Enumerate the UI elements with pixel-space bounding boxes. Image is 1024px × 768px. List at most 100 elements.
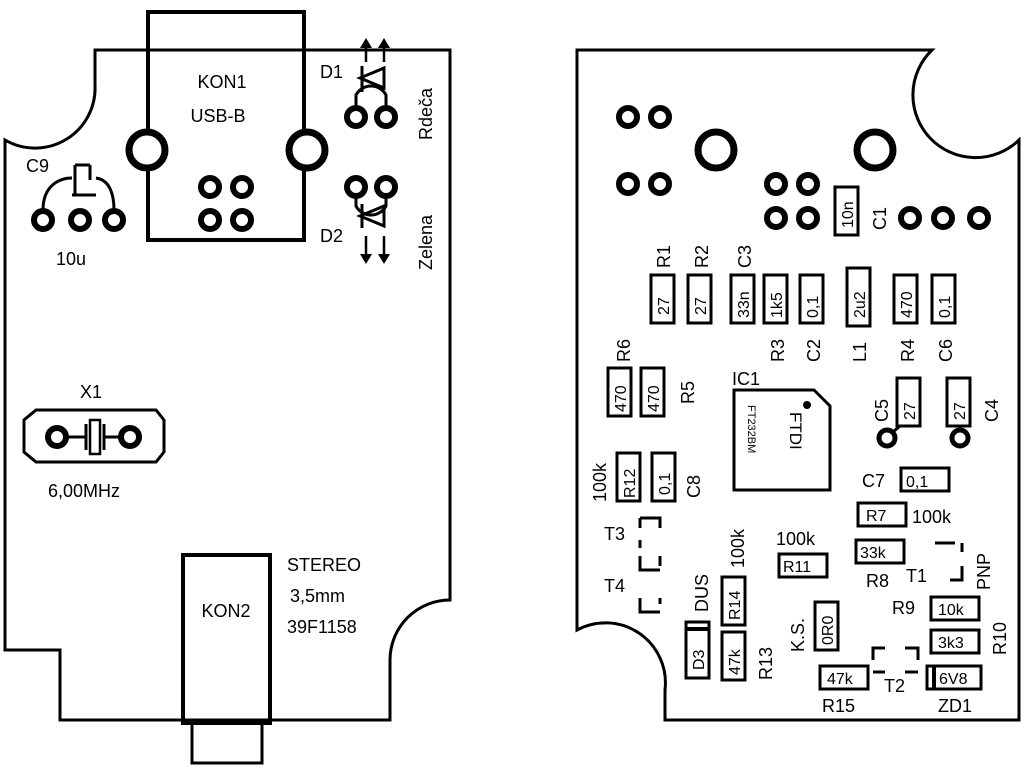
r9-value: 10k	[938, 602, 965, 619]
r6-value: 470	[613, 385, 630, 412]
kon2-line3: 39F1158	[287, 617, 357, 637]
t4-label: T4	[604, 576, 625, 596]
r7-value: 100k	[912, 507, 952, 527]
r10-resistor: 3k3 R10	[929, 622, 1010, 655]
c5-capacitor: 27 C5	[872, 376, 922, 449]
r8-label: R8	[866, 571, 889, 591]
kon1-label: KON1	[197, 72, 246, 92]
r13-value: 47k	[727, 648, 744, 675]
d2-led: D2 Zelena	[320, 175, 436, 270]
r3-label: R3	[768, 339, 788, 362]
r14-resistor: R14 100k	[720, 528, 748, 627]
l1-inductor: 2u2 L1	[845, 266, 872, 362]
d1-label: D1	[320, 62, 343, 82]
r2-label: R2	[692, 245, 712, 268]
r7-resistor: R7 100k	[856, 501, 952, 528]
r8-value: 33k	[860, 545, 887, 562]
c3-value: 33n	[736, 291, 753, 318]
r10-label: R10	[990, 622, 1010, 655]
ic1-part: FT232BM	[745, 405, 757, 453]
zd1-zener-diode: 6V8 ZD1	[925, 664, 983, 716]
r9-resistor: 10k R9	[892, 595, 981, 622]
r13-label: R13	[756, 647, 776, 680]
c8-value: 0,1	[657, 473, 674, 495]
ks-value: 0R0	[820, 616, 837, 645]
r10-value: 3k3	[938, 635, 964, 652]
c1-capacitor: 10n C1	[833, 185, 890, 237]
r3-value: 1k5	[769, 292, 786, 318]
t1-label: T1	[906, 566, 927, 586]
t1-type: PNP	[974, 553, 994, 590]
d3-diode: D3 DUS	[684, 574, 712, 680]
r11-value: 100k	[776, 529, 816, 549]
c4-capacitor: 27 C4	[945, 376, 1002, 449]
r1-value: 27	[656, 297, 673, 315]
front-board: KON1 USB-B D1 Rdeča	[3, 10, 452, 765]
r14-label: R14	[727, 591, 744, 620]
r15-label: R15	[822, 696, 855, 716]
c6-value: 0,1	[937, 296, 954, 318]
r12-resistor: R12 100k	[590, 451, 642, 503]
r12-value: 100k	[590, 462, 610, 502]
t1-transistor: T1 PNP	[906, 541, 994, 590]
r3-resistor: 1k5 R3	[762, 273, 789, 362]
c9-capacitor: C9 10u	[26, 156, 126, 269]
back-board-outline	[575, 48, 1021, 722]
ic1-chip: FTDI	[786, 412, 805, 450]
c7-label: C7	[862, 471, 885, 491]
c9-value: 10u	[56, 249, 86, 269]
d3-label: D3	[691, 649, 708, 670]
c8-label: C8	[684, 475, 704, 498]
t2-transistor: T2	[871, 646, 920, 696]
c2-label: C2	[804, 339, 824, 362]
r8-resistor: 33k R8	[854, 538, 906, 591]
r11-resistor: R11 100k	[776, 529, 829, 579]
ic1-label: IC1	[732, 369, 760, 389]
r5-label: R5	[678, 381, 698, 404]
r13-resistor: 47k R13	[720, 630, 776, 682]
d1-led: D1 Rdeča	[320, 38, 436, 140]
c5-label: C5	[872, 399, 892, 422]
r4-label: R4	[898, 339, 918, 362]
r14-value: 100k	[728, 528, 748, 568]
r1-label: R1	[654, 245, 674, 268]
c7-value: 0,1	[906, 474, 928, 491]
c3-capacitor: 33n C3	[729, 245, 756, 325]
x1-crystal: X1 6,00MHz	[22, 382, 166, 501]
kon1-usb-connector: KON1 USB-B	[125, 10, 329, 242]
r4-resistor: 470 R4	[892, 273, 919, 362]
t3-label: T3	[604, 524, 625, 544]
c5-value: 27	[902, 402, 919, 420]
c7-capacitor: 0,1 C7	[862, 466, 951, 493]
ks-label: K.S.	[788, 618, 808, 652]
d3-dus: DUS	[692, 574, 712, 612]
r11-label: R11	[783, 559, 811, 576]
zd1-label: ZD1	[938, 696, 972, 716]
t3-transistor: T3	[604, 516, 662, 548]
r15-value: 47k	[827, 671, 854, 688]
back-pads	[616, 105, 991, 230]
l1-label: L1	[850, 342, 870, 362]
x1-value: 6,00MHz	[48, 481, 120, 501]
x1-label: X1	[80, 382, 102, 402]
r15-resistor: 47k R15	[818, 664, 870, 716]
d2-color: Zelena	[416, 214, 436, 270]
d1-color: Rdeča	[416, 87, 436, 140]
back-board: 10n C1 27 R1 27 R2 33n C3 1k5 R3 0,1 C2	[575, 48, 1021, 722]
t2-label: T2	[884, 676, 905, 696]
t4-transistor: T4	[604, 556, 662, 614]
r12-label: R12	[622, 469, 639, 498]
c6-label: C6	[936, 339, 956, 362]
r7-label: R7	[866, 508, 887, 525]
c1-value: 10n	[840, 201, 857, 228]
kon1-type: USB-B	[190, 106, 245, 126]
r4-value: 470	[899, 291, 916, 318]
c8-capacitor: 0,1 C8	[650, 451, 704, 503]
kon2-audio-jack: KON2 STEREO 3,5mm 39F1158	[181, 553, 361, 765]
c2-value: 0,1	[805, 296, 822, 318]
zd1-value: 6V8	[939, 671, 968, 688]
r1-resistor: 27 R1	[649, 245, 676, 325]
r5-resistor: 470 R5	[639, 366, 698, 418]
kon2-line1: STEREO	[287, 555, 361, 575]
